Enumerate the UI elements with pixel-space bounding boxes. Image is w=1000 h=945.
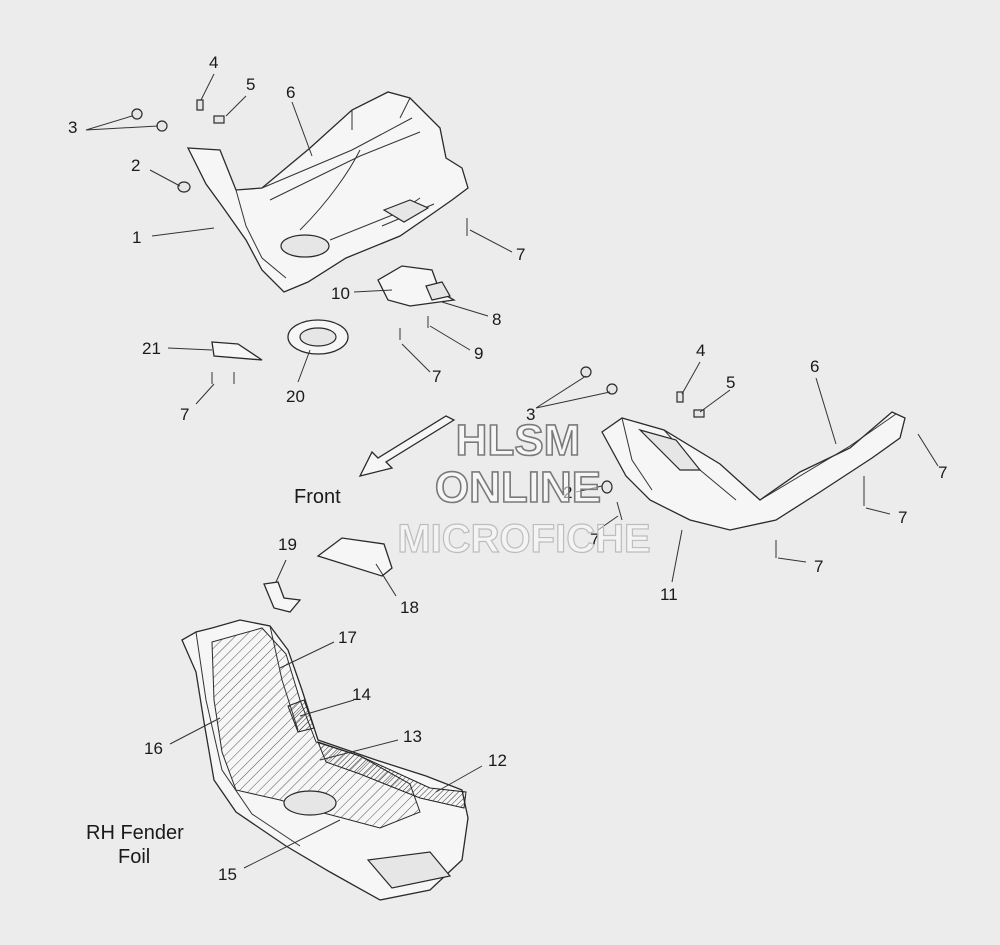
fender-lower-with-foils [181,619,469,901]
watermark: HLSM ONLINE MICROFICHE [397,415,652,561]
callout-9: 9 [474,344,483,363]
callout-7: 7 [590,530,599,549]
callout-19: 19 [278,535,297,554]
callout-10: 10 [331,284,350,303]
rh-fender-foil-label-line1: RH Fender [86,822,184,844]
callout-1: 1 [132,228,141,247]
callout-21: 21 [142,339,161,358]
hardware-upper-left [131,99,225,193]
bracket-part-21 [211,341,263,361]
callout-7: 7 [516,245,525,264]
foil-part-18 [316,537,393,577]
callout-5: 5 [246,75,255,94]
callout-8: 8 [492,310,501,329]
callout-12: 12 [488,751,507,770]
callout-7: 7 [938,463,947,482]
callout-20: 20 [286,387,305,406]
watermark-line-1: HLSM [456,416,581,465]
fender-left-upper [186,91,469,293]
grommet-part-20 [287,319,349,355]
callout-14: 14 [352,685,371,704]
watermark-line-3: MICROFICHE [397,517,650,561]
callout-7: 7 [432,367,441,386]
callout-7: 7 [814,557,823,576]
leader-lines [85,73,939,869]
clip-nut-icon [213,115,225,124]
watermark-line-2: ONLINE [435,463,601,512]
callout-7: 7 [180,405,189,424]
callout-2: 2 [563,483,572,502]
callout-17: 17 [338,628,357,647]
front-label: Front [294,486,341,508]
plug-icon [601,480,613,494]
callout-2: 2 [131,156,140,175]
foil-part-19 [263,581,302,613]
callout-15: 15 [218,865,237,884]
push-rivet-icon [606,383,618,395]
fender-right [601,411,906,531]
screw-icon [196,99,204,111]
callout-4: 4 [209,53,218,72]
callout-3: 3 [68,118,77,137]
callout-6: 6 [810,357,819,376]
push-rivet-icon [156,120,168,132]
callout-4: 4 [696,341,705,360]
push-rivet-icon [131,108,143,120]
callout-6: 6 [286,83,295,102]
front-arrow-icon [358,415,456,477]
callout-5: 5 [726,373,735,392]
callout-11: 11 [660,585,678,604]
callout-13: 13 [403,727,422,746]
callout-16: 16 [144,739,163,758]
callout-7: 7 [898,508,907,527]
screw-icon [676,391,684,403]
rh-fender-foil-label-line2: Foil [118,846,150,868]
clips-left [211,218,468,384]
clip-nut-icon [693,409,705,418]
callout-3: 3 [526,405,535,424]
hardware-right [580,366,865,558]
callouts: 1 2 3 4 5 6 7 10 8 9 7 21 7 20 4 5 6 3 7… [68,53,947,884]
bracket-part-8 [377,265,456,307]
callout-18: 18 [400,598,419,617]
push-rivet-icon [580,366,592,378]
plug-icon [177,181,191,193]
